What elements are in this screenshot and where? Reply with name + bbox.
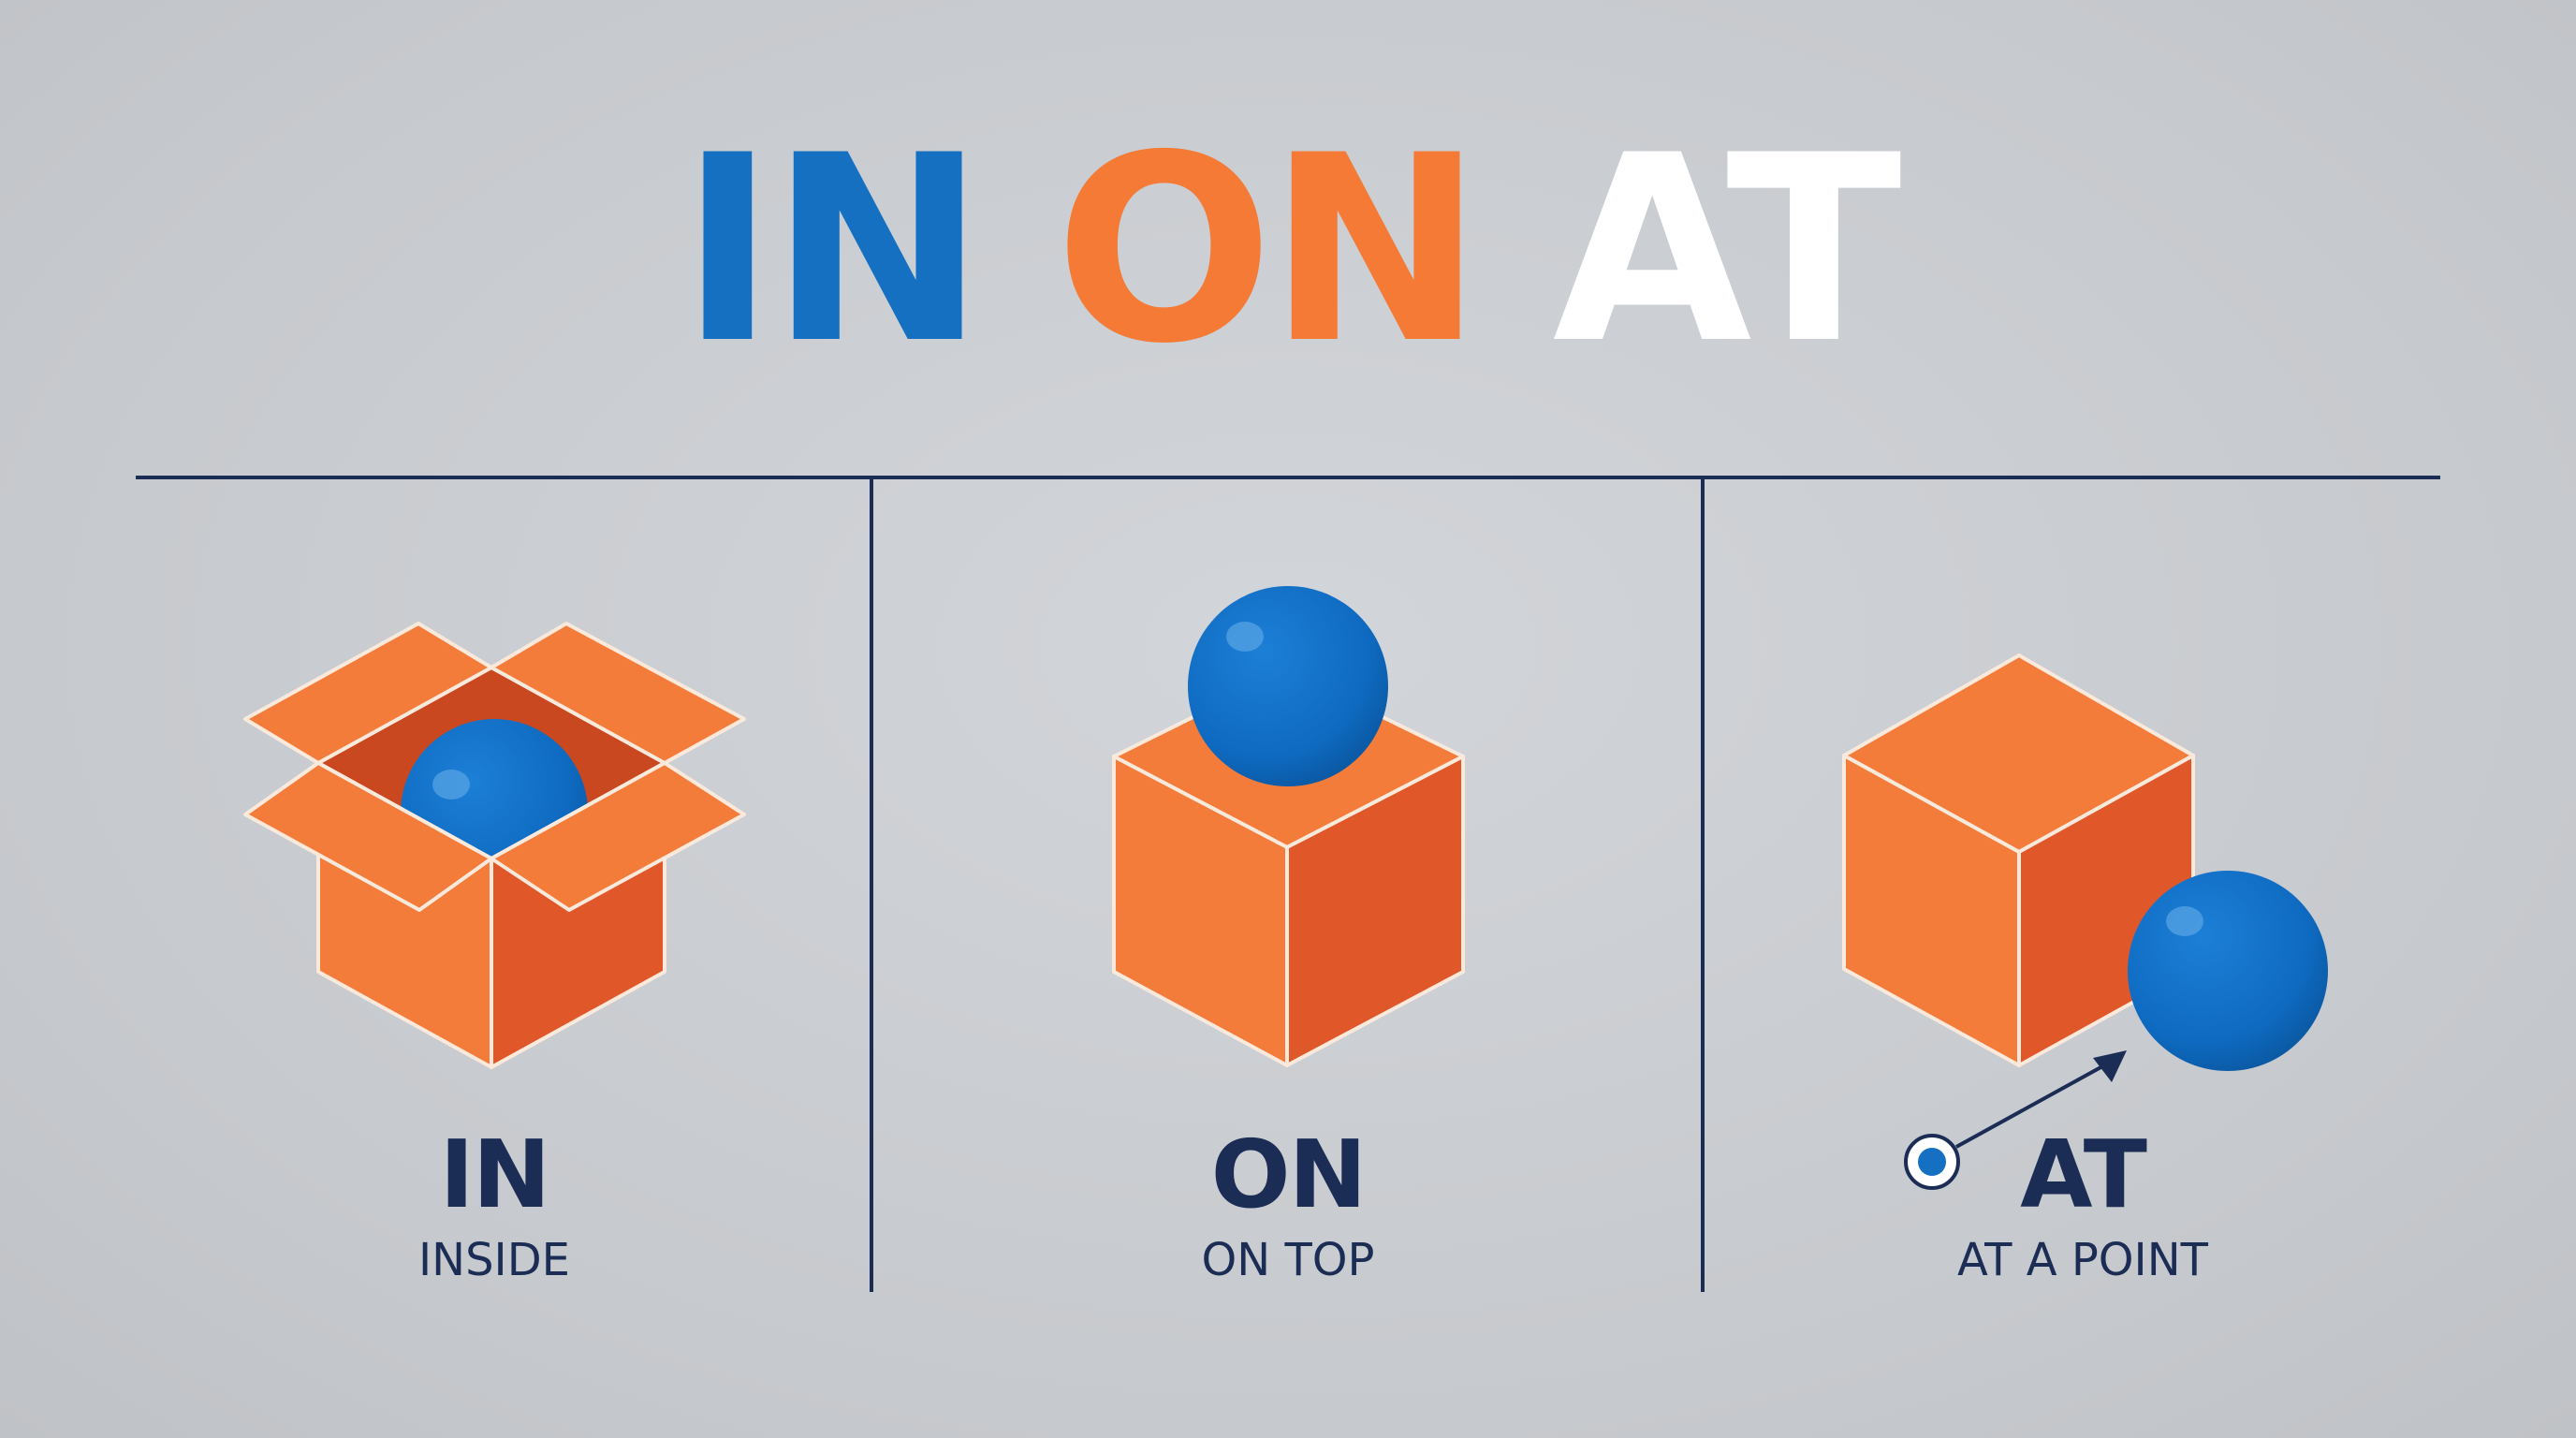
vertical-divider-left [870,479,873,1292]
vertical-divider-right [1701,479,1705,1292]
title-word-on: ON [1054,100,1484,400]
panel-in-description: INSIDE [418,1234,570,1286]
panel-in-word: IN [439,1120,551,1229]
pointer-arrow-icon [1955,1050,2127,1149]
horizontal-divider [136,476,2440,479]
panel-on-description: ON TOP [1201,1234,1375,1286]
panel-at-description: AT A POINT [1957,1234,2208,1286]
target-dot-icon [1904,1134,1960,1190]
open-box-icon [243,622,746,1069]
ball-icon [1188,586,1388,786]
title-word-at: AT [1552,100,1902,400]
panel-at-word: AT [2020,1120,2147,1229]
ball-icon [2128,871,2328,1071]
title-word-in: IN [680,100,985,400]
panel-on-word: ON [1210,1120,1368,1229]
